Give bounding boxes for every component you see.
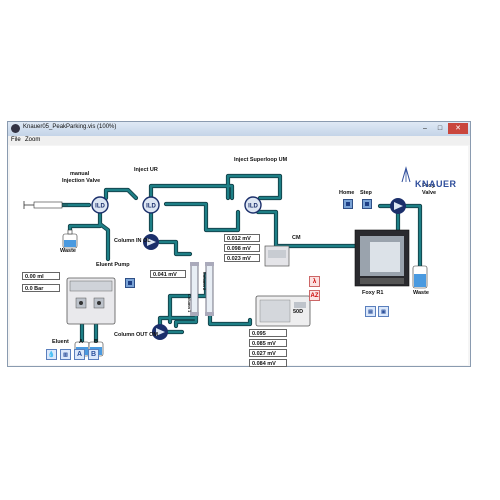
drop-icon[interactable]: 💧	[46, 349, 57, 360]
step-label: Step	[360, 190, 372, 196]
waste-right-label: Waste	[413, 290, 429, 296]
detector-value-4-display: 0.084 mV	[249, 359, 287, 367]
manual-label: manual	[70, 171, 90, 177]
close-button[interactable]: ✕	[448, 123, 468, 134]
injection-valve-label: Injection Valve	[62, 178, 101, 184]
inject-superloop-valve-icon[interactable]: ILD	[244, 196, 262, 214]
mixer-icon[interactable]: ▥	[60, 349, 71, 360]
pump-control-button[interactable]	[125, 278, 135, 288]
window-title: Knauer05_PeakParking.vis (100%)	[23, 124, 117, 130]
column-2-label: Column 2	[202, 272, 207, 291]
knauer-logo: KNAUER	[415, 179, 457, 189]
menu-file[interactable]: File	[11, 137, 21, 143]
lambda-button[interactable]: λ	[309, 276, 320, 287]
valve-label: Valve	[422, 190, 437, 196]
column-out-valve-icon[interactable]	[152, 324, 168, 340]
foxy-display-icon[interactable]: ▣	[378, 306, 389, 317]
eluent-a-label: A	[79, 339, 83, 345]
cm-label: CM	[292, 235, 301, 241]
flow-diagram: ILD ILD ILD	[23, 166, 428, 357]
eluent-pump-icon[interactable]	[66, 277, 116, 325]
column-out-label: Column OUT OM	[114, 332, 158, 338]
column-1-icon	[190, 262, 199, 316]
manual-injection-valve-icon[interactable]: ILD	[91, 196, 109, 214]
cm-detector-icon[interactable]	[264, 245, 290, 267]
maximize-button[interactable]: □	[437, 125, 443, 132]
autozero-button[interactable]: AZ	[309, 290, 320, 301]
cm-signal-3-display: 0.023 mV	[224, 254, 260, 262]
process-canvas: ILD ILD ILD	[10, 146, 468, 367]
uv-detector-icon[interactable]	[255, 295, 311, 327]
svg-text:ILD: ILD	[95, 204, 105, 210]
detector-value-2-display: 0.085 mV	[249, 339, 287, 347]
50d-label: 50D	[293, 309, 304, 315]
app-icon	[11, 124, 20, 133]
eluent-b-button[interactable]: B	[88, 349, 99, 360]
cm-signal-2-display: 0.098 mV	[224, 244, 260, 252]
syringe-icon	[23, 201, 68, 209]
home-label: Home	[339, 190, 355, 196]
detector-value-1-display: 0.095	[249, 329, 287, 337]
detector-value-3-display: 0.027 mV	[249, 349, 287, 357]
title-bar: Knauer05_PeakParking.vis (100%) – □ ✕	[8, 122, 470, 136]
foxy-r1-label: Foxy R1	[362, 290, 384, 296]
pump-pressure-display: 0.0 Bar	[22, 284, 60, 292]
foxy-r1-fraction-collector-icon[interactable]	[354, 229, 410, 287]
column-signal-display: 0.041 mV	[150, 270, 186, 278]
minimize-button[interactable]: –	[423, 125, 427, 132]
foxy-settings-icon[interactable]: ▤	[365, 306, 376, 317]
pump-volume-display: 0.00 ml	[22, 272, 60, 280]
column-in-valve-icon[interactable]	[143, 234, 159, 250]
step-button[interactable]	[362, 199, 372, 209]
svg-text:ILD: ILD	[146, 204, 156, 210]
foxy-valve-icon[interactable]	[390, 198, 406, 214]
eluent-b-label: B	[94, 339, 98, 345]
inject-superloop-label: Inject Superloop UM	[234, 157, 288, 163]
column-in-label: Column IN OL	[114, 238, 151, 244]
menu-bar: File Zoom	[8, 136, 470, 145]
app-window: Knauer05_PeakParking.vis (100%) – □ ✕ Fi…	[7, 121, 471, 367]
column-2-icon	[205, 262, 214, 316]
waste-right-bottle-icon	[412, 265, 428, 289]
foxy-label: Foxy	[422, 183, 435, 189]
waste-label: Waste	[60, 248, 76, 254]
inject-ur-label: Inject UR	[134, 167, 158, 173]
knauer-logo-icon	[401, 166, 411, 183]
cm-signal-1-display: 0.012 mV	[224, 234, 260, 242]
waste-bottle-icon	[62, 229, 78, 249]
eluent-a-button[interactable]: A	[74, 349, 85, 360]
inject-ur-valve-icon[interactable]: ILD	[142, 196, 160, 214]
eluent-pump-label: Eluent Pump	[96, 262, 130, 268]
menu-zoom[interactable]: Zoom	[25, 137, 41, 143]
svg-text:ILD: ILD	[248, 204, 258, 210]
home-button[interactable]	[343, 199, 353, 209]
column-1-label: Column 1	[187, 294, 192, 313]
eluent-label: Eluent	[52, 339, 69, 345]
